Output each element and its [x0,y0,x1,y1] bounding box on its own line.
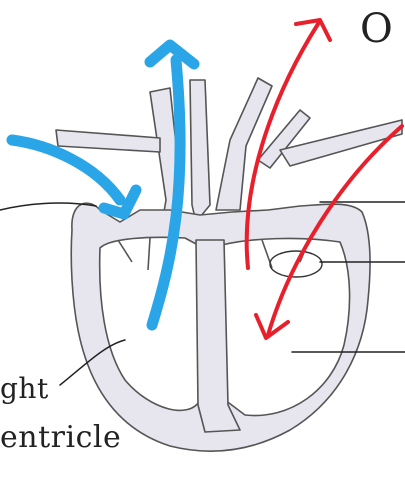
heart-body [71,203,370,451]
vessel-left [56,130,160,152]
corner-label: O [360,6,393,52]
pulmonary-artery [190,80,210,222]
right-label: ght [0,372,49,405]
ventricle-label: entricle [0,420,121,455]
